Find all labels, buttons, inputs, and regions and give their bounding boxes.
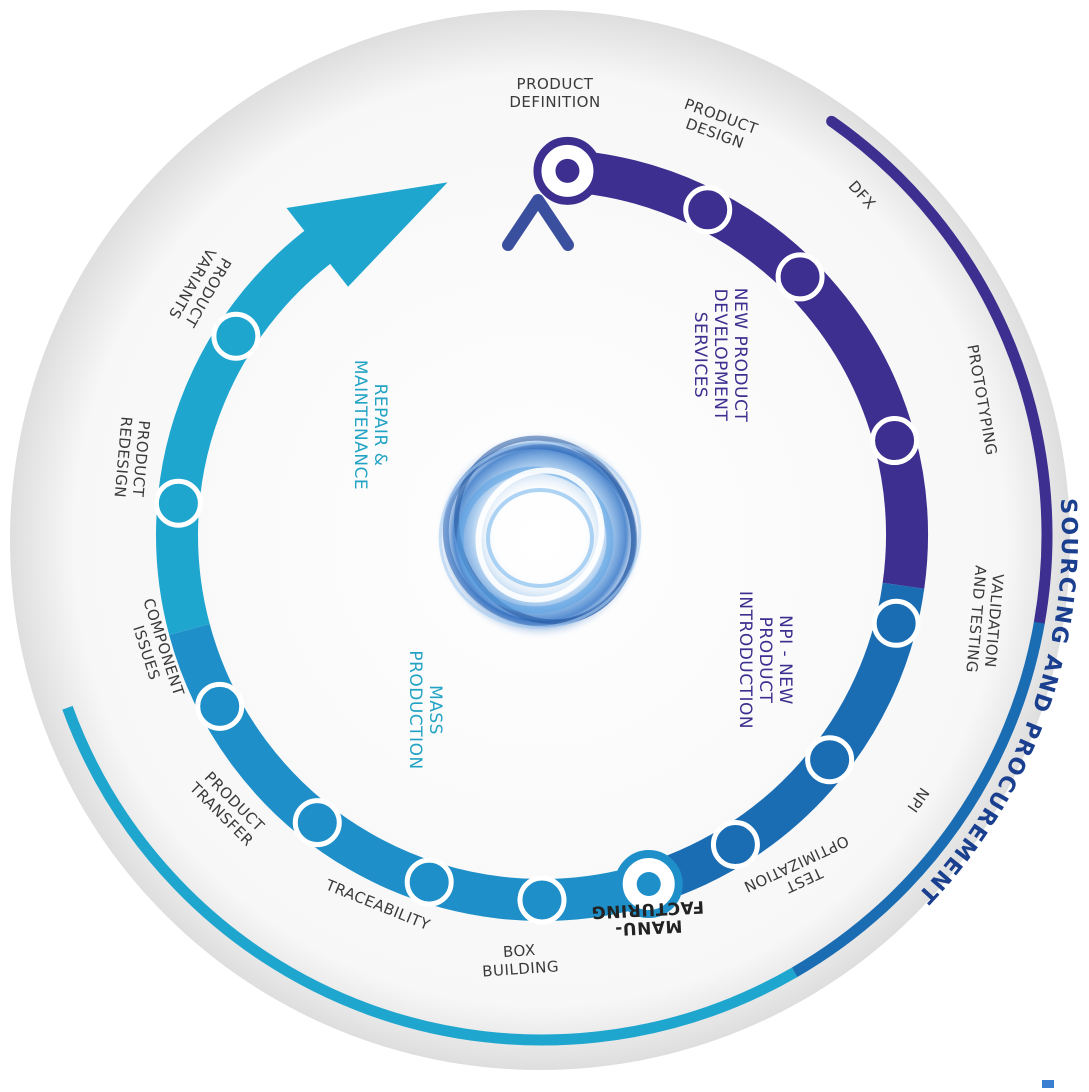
center-arrow [502, 189, 574, 521]
manufacturing-label: MANU-FACTURING [591, 896, 706, 940]
node-component-issues[interactable] [195, 681, 245, 731]
node-product-design[interactable] [683, 185, 733, 235]
phase-repair-maintenance: REPAIR &MAINTENANCE [350, 360, 390, 490]
node-validation-testing[interactable] [871, 598, 921, 648]
corner-mark [1042, 1080, 1054, 1088]
node-npi[interactable] [805, 735, 855, 785]
node-product-variants[interactable] [211, 311, 261, 361]
ring-repair [156, 200, 371, 635]
sourcing-procurement-arc [826, 115, 1053, 629]
node-traceability[interactable] [404, 857, 454, 907]
node-dfx[interactable] [775, 252, 825, 302]
node-manufacturing[interactable] [614, 850, 683, 919]
node-prototyping[interactable] [870, 416, 920, 466]
sourcing-procurement-arc-lower [791, 621, 1045, 978]
ring-development [553, 149, 928, 589]
phase-new-product-development: NEW PRODUCTDEVELOPMENTSERVICES [690, 288, 750, 423]
cycle-arrowhead [286, 182, 448, 287]
node-product-definition[interactable] [533, 136, 602, 205]
sourcing-procurement-arc-teal [62, 705, 798, 1046]
node-box-building[interactable] [517, 875, 567, 925]
node-test-optimization[interactable] [710, 820, 760, 870]
phase-npi-introduction: NPI - NEWPRODUCTINTRODUCTION [735, 591, 795, 729]
stage-nodes [153, 136, 921, 925]
product-redesign-label: PRODUCTREDESIGN [111, 416, 154, 501]
node-product-redesign[interactable] [153, 478, 203, 528]
phase-mass-production: MASSPRODUCTION [405, 650, 445, 769]
box-building-label: BOXBUILDING [480, 939, 559, 980]
node-product-transfer[interactable] [292, 798, 342, 848]
